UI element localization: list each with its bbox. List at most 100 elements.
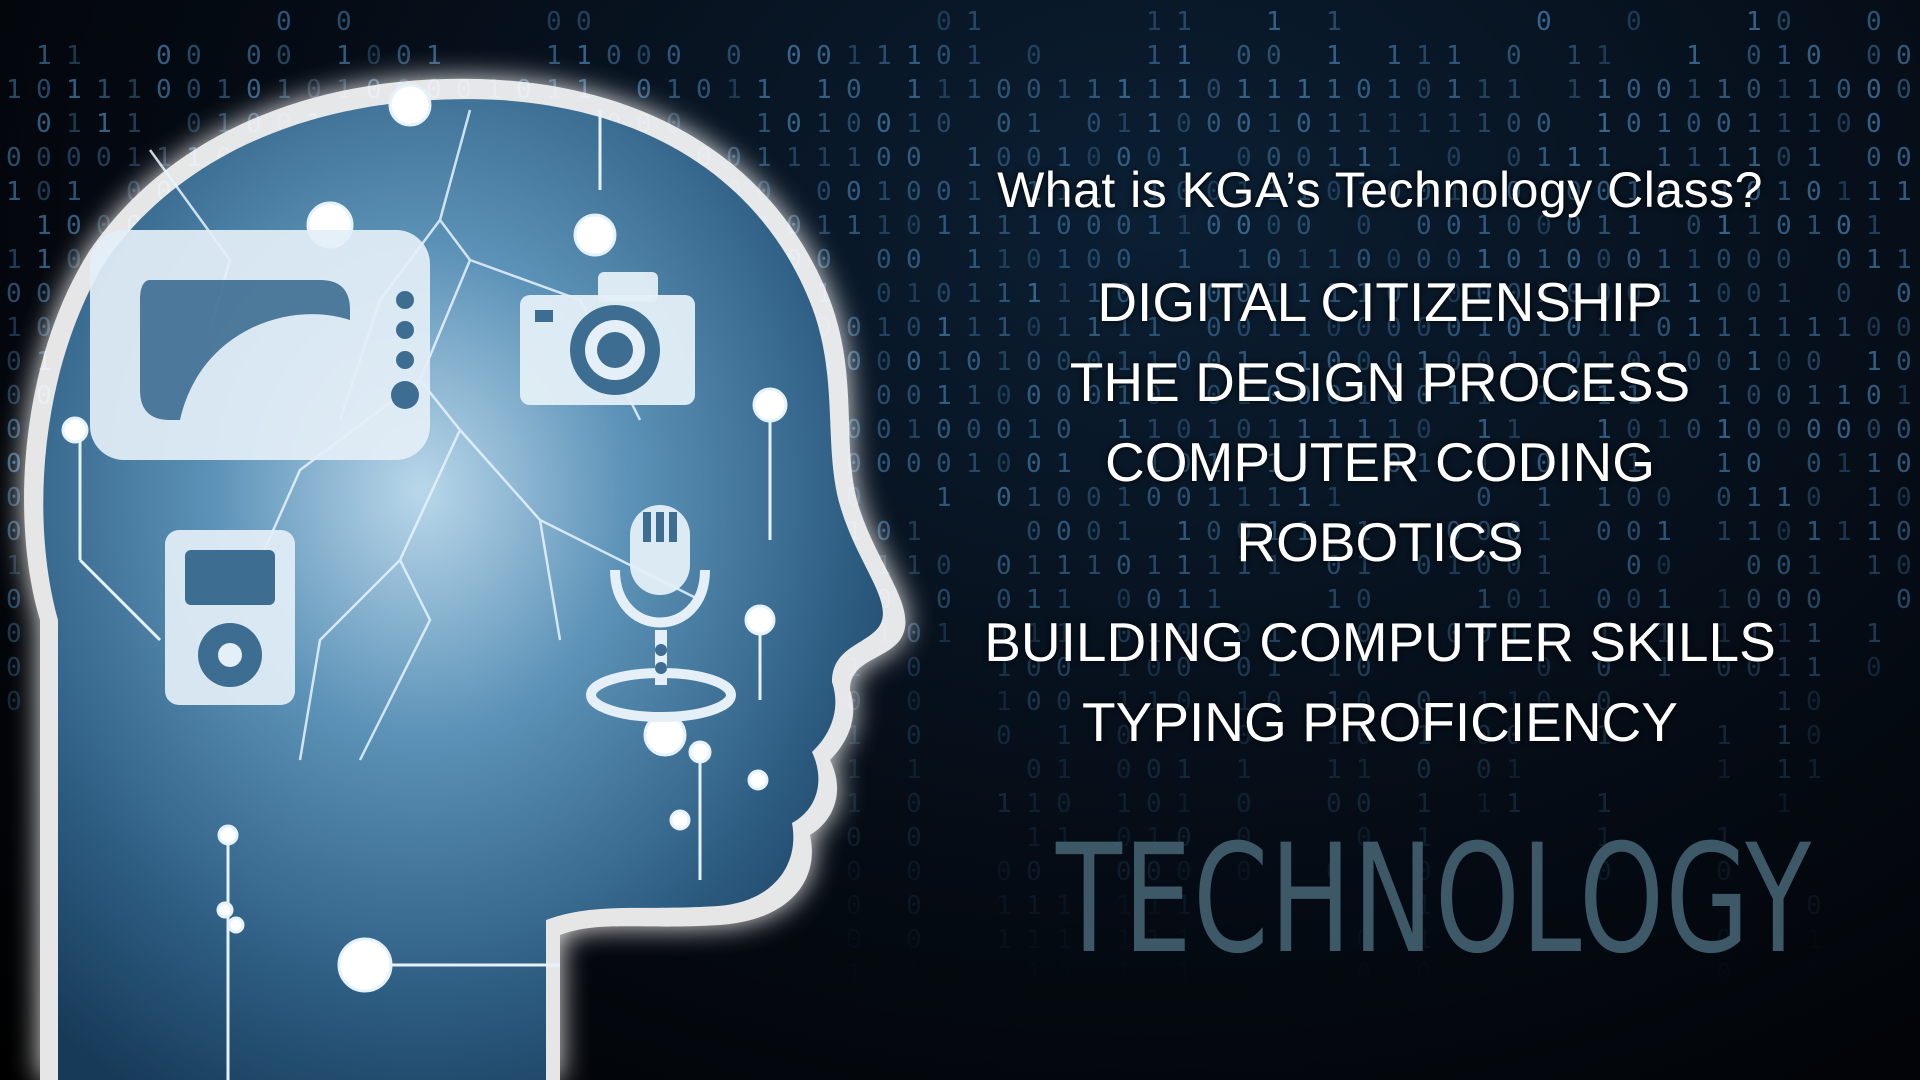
binary-digit: 0 (1026, 313, 1042, 343)
binary-digit: 1 (936, 483, 952, 513)
binary-digit: 1 (1056, 1027, 1072, 1057)
binary-digit: 0 (1566, 381, 1582, 411)
binary-digit: 0 (906, 381, 922, 411)
binary-digit: 1 (216, 75, 232, 105)
binary-digit: 0 (1146, 653, 1162, 683)
binary-digit: 0 (1416, 177, 1432, 207)
binary-digit: 1 (1236, 245, 1252, 275)
binary-digit: 1 (906, 75, 922, 105)
binary-digit: 0 (876, 517, 892, 547)
binary-digit: 1 (996, 891, 1012, 921)
binary-digit: 0 (1266, 143, 1282, 173)
binary-digit: 1 (1296, 177, 1312, 207)
binary-digit: 0 (816, 41, 832, 71)
binary-digit: 1 (1116, 925, 1132, 955)
binary-digit: 1 (1176, 891, 1192, 921)
binary-digit: 1 (1776, 483, 1792, 513)
binary-digit: 0 (906, 925, 922, 955)
binary-digit: 0 (1386, 449, 1402, 479)
binary-digit: 1 (1836, 381, 1852, 411)
binary-digit: 1 (1176, 517, 1192, 547)
binary-digit: 1 (1446, 75, 1462, 105)
binary-digit: 1 (936, 75, 952, 105)
binary-digit: 0 (1446, 143, 1462, 173)
binary-digit: 0 (6, 483, 22, 513)
binary-digit: 1 (1266, 449, 1282, 479)
binary-digit: 0 (1446, 279, 1462, 309)
binary-digit: 1 (1356, 415, 1372, 445)
binary-digit: 1 (1176, 245, 1192, 275)
binary-digit: 0 (1866, 313, 1882, 343)
binary-digit: 1 (1116, 1027, 1132, 1057)
binary-digit: 1 (1026, 551, 1042, 581)
binary-digit: 1 (1806, 551, 1822, 581)
binary-digit: 1 (1236, 347, 1252, 377)
binary-digit: 1 (1326, 483, 1342, 513)
binary-digit: 1 (1116, 109, 1132, 139)
binary-digit: 0 (1806, 721, 1822, 751)
binary-digit: 0 (36, 109, 52, 139)
binary-digit: 0 (936, 585, 952, 615)
binary-digit: 1 (66, 41, 82, 71)
binary-digit: 1 (1146, 41, 1162, 71)
binary-digit: 1 (756, 143, 772, 173)
binary-digit: 0 (1206, 313, 1222, 343)
binary-digit: 1 (1266, 177, 1282, 207)
binary-digit: 1 (1866, 483, 1882, 513)
binary-digit: 1 (1266, 517, 1282, 547)
binary-digit: 0 (1236, 313, 1252, 343)
binary-digit: 0 (1416, 313, 1432, 343)
binary-digit: 1 (1686, 41, 1702, 71)
binary-digit: 1 (1176, 551, 1192, 581)
binary-digit: 0 (1146, 789, 1162, 819)
binary-digit: 0 (36, 143, 52, 173)
binary-digit: 0 (1566, 279, 1582, 309)
binary-digit: 1 (1146, 109, 1162, 139)
binary-digit: 0 (1296, 109, 1312, 139)
binary-digit: 0 (1476, 279, 1492, 309)
binary-digit: 0 (1776, 551, 1792, 581)
binary-digit: 1 (1266, 619, 1282, 649)
binary-digit: 1 (1146, 75, 1162, 105)
binary-digit: 1 (1596, 381, 1612, 411)
topic-item: ROBOTICS (1236, 511, 1524, 573)
binary-digit: 0 (906, 687, 922, 717)
binary-digit: 1 (1296, 313, 1312, 343)
binary-digit: 1 (1476, 109, 1492, 139)
binary-digit: 1 (1146, 925, 1162, 955)
binary-digit: 0 (1086, 143, 1102, 173)
binary-digit: 1 (1056, 143, 1072, 173)
binary-digit: 0 (1716, 925, 1732, 955)
binary-digit: 0 (1176, 109, 1192, 139)
binary-digit: 0 (1776, 517, 1792, 547)
binary-digit: 1 (1866, 551, 1882, 581)
binary-digit: 0 (1356, 823, 1372, 853)
binary-digit: 1 (1896, 177, 1912, 207)
binary-digit: 0 (1776, 245, 1792, 275)
binary-digit: 1 (1836, 177, 1852, 207)
binary-digit: 1 (1056, 891, 1072, 921)
binary-digit: 1 (1266, 7, 1282, 37)
camera-icon (520, 272, 695, 405)
binary-digit: 1 (1506, 347, 1522, 377)
binary-digit: 1 (1416, 347, 1432, 377)
binary-digit: 0 (1626, 279, 1642, 309)
binary-digit: 1 (996, 619, 1012, 649)
binary-digit: 1 (1086, 177, 1102, 207)
binary-digit: 1 (1596, 211, 1612, 241)
binary-digit: 1 (1056, 619, 1072, 649)
binary-digit: 0 (1086, 211, 1102, 241)
binary-digit: 1 (1206, 483, 1222, 513)
binary-digit: 0 (1866, 7, 1882, 37)
binary-digit: 1 (1746, 7, 1762, 37)
binary-digit: 0 (1806, 687, 1822, 717)
binary-digit: 0 (1206, 347, 1222, 377)
binary-digit: 1 (1146, 619, 1162, 649)
binary-digit: 0 (1266, 211, 1282, 241)
binary-digit: 1 (1656, 109, 1672, 139)
binary-digit: 1 (996, 925, 1012, 955)
technology-wordmark: TECHNOLOGY (1056, 813, 1813, 987)
binary-digit: 0 (1746, 415, 1762, 445)
binary-digit: 1 (1656, 347, 1672, 377)
binary-digit: 0 (186, 109, 202, 139)
